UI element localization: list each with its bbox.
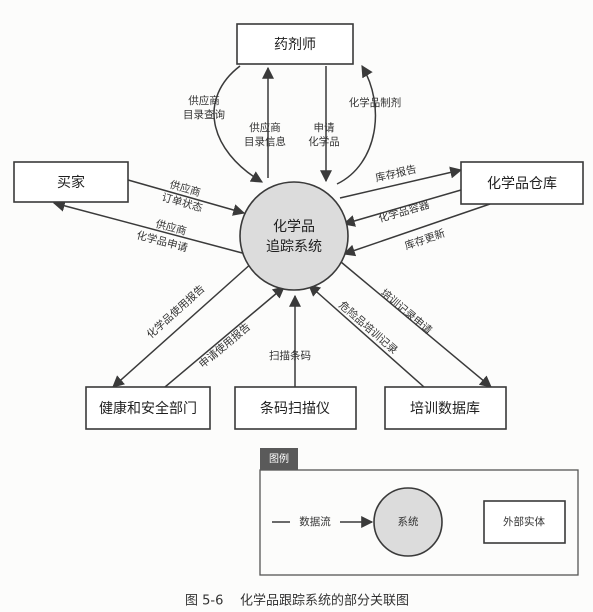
legend-tab: [260, 448, 298, 470]
legend-system-circle: [373, 487, 443, 557]
flow-hazmat-training-record-line: [308, 284, 425, 388]
entity-buyer-label: 买家: [57, 174, 85, 191]
entity-buyer: 买家: [13, 161, 129, 203]
entity-barcode-scanner: 条码扫描仪: [234, 386, 357, 430]
legend-data-flow-label: 数据流: [299, 515, 331, 528]
label-request-chemical-1: 申请: [314, 121, 335, 134]
flow-vendor-order-status-line: [113, 175, 246, 216]
flow-inventory-update-line: [342, 203, 491, 257]
data-flows: [52, 64, 492, 388]
label-request-usage-report: 申请使用报告: [196, 320, 253, 370]
flow-chemical-container-line: [342, 189, 462, 227]
label-chemical-container: 化学品容器: [377, 198, 432, 225]
entity-health-safety-label: 健康和安全部门: [99, 400, 197, 417]
label-vendor-catalog-info-2: 目录信息: [244, 135, 286, 148]
label-hazmat-training-record: 危险品培训记录: [336, 299, 400, 357]
label-training-record-request: 培训记录申请: [378, 286, 435, 337]
flow-vendor-catalog-query-line: [213, 65, 264, 183]
entity-barcode-scanner-label: 条码扫描仪: [260, 400, 330, 417]
legend-title: 图例: [269, 452, 289, 465]
entity-training-db: 培训数据库: [384, 386, 507, 430]
legend: 图例 数据流 系统 外部实体: [259, 448, 579, 576]
label-vendor-catalog-info-1: 供应商: [249, 121, 281, 134]
caption-text: 化学品跟踪系统的部分关联图: [240, 593, 409, 609]
label-request-chemical-2: 化学品: [308, 135, 340, 148]
flow-chemical-preparation-line: [336, 64, 377, 185]
caption-number: 图 5-6: [185, 594, 223, 609]
flow-training-record-request-line: [340, 261, 492, 388]
legend-external-entity-label: 外部实体: [503, 515, 545, 528]
label-vendor-catalog-query-1: 供应商: [188, 94, 220, 107]
process-chemical-tracking-system: 化学品 追踪系统: [239, 181, 349, 291]
label-inventory-update: 库存更新: [403, 226, 447, 252]
legend-data-flow-label-bg: [290, 514, 340, 530]
flow-chemical-usage-report-line: [112, 261, 254, 388]
entity-warehouse: 化学品仓库: [460, 161, 584, 205]
legend-external-entity-box: [483, 500, 566, 544]
process-label-line2: 追踪系统: [266, 239, 322, 255]
entity-training-db-label: 培训数据库: [410, 401, 480, 417]
legend-system-label: 系统: [398, 515, 419, 528]
label-chemical-preparation: 化学品制剂: [349, 96, 402, 109]
process-label-line1: 化学品: [273, 219, 315, 235]
figure-caption: 图 5-6 化学品跟踪系统的部分关联图: [185, 593, 409, 609]
entity-warehouse-label: 化学品仓库: [487, 176, 557, 192]
label-vendor-catalog-query-2: 目录查询: [183, 108, 225, 121]
flow-request-usage-report-line: [164, 286, 285, 388]
flow-inventory-report-line: [339, 166, 463, 199]
flow-vendor-chemical-request-line: [52, 199, 247, 255]
legend-frame: [259, 469, 579, 576]
entity-pharmacist-label: 药剂师: [274, 37, 316, 53]
label-scan-barcode: 扫描条码: [269, 349, 311, 362]
entity-pharmacist: 药剂师: [236, 23, 354, 65]
entity-health-safety: 健康和安全部门: [85, 386, 211, 430]
